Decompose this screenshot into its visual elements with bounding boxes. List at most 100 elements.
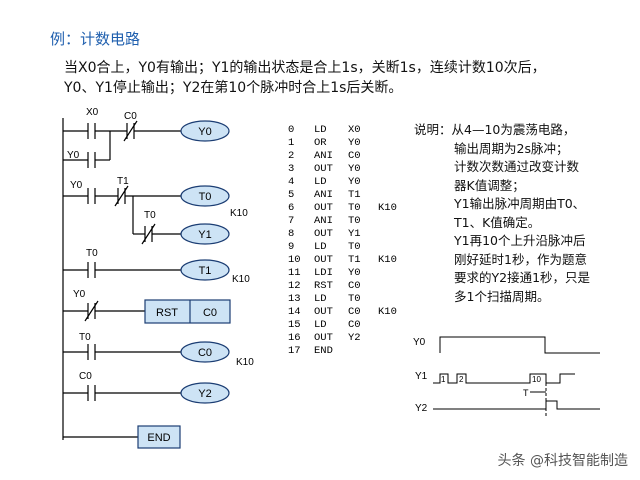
instruction-k: K10	[378, 202, 397, 214]
coil-c0	[180, 341, 230, 363]
coil-y0	[180, 120, 230, 142]
intro-text: 当X0合上，Y0有输出；Y1的输出状态是合上1s，关断1s，连续计数10次后， …	[64, 58, 624, 98]
instruction-arg: Y1	[348, 228, 361, 240]
timing-t-label: T	[523, 388, 529, 398]
instruction-arg: T0	[348, 202, 361, 214]
contact-c0-rung6-label: C0	[79, 371, 92, 382]
instruction-arg: Y0	[348, 267, 361, 279]
instruction-n: 15	[288, 319, 301, 331]
instruction-op: OUT	[314, 332, 333, 344]
instruction-n: 0	[288, 124, 295, 136]
contact-y0-hold-label: Y0	[67, 150, 80, 161]
instruction-n: 17	[288, 345, 301, 357]
instruction-op: OUT	[314, 202, 333, 214]
timing-y2-label: Y2	[415, 403, 428, 414]
intro-line-2: Y0、Y1停止输出；Y2在第10个脉冲时合上1s后关断。	[64, 80, 403, 96]
instruction-op: OUT	[314, 163, 333, 175]
watermark: 头条 @科技智能制造	[497, 453, 628, 469]
contact-y0-rung2-label: Y0	[70, 180, 83, 191]
coil-y2-label: Y2	[198, 388, 211, 400]
note-line: Y1再10个上升沿脉冲后	[454, 233, 586, 248]
instruction-op: OUT	[314, 228, 333, 240]
instruction-arg: Y0	[348, 163, 361, 175]
note-line: 器K值调整；	[454, 177, 525, 193]
instruction-arg: Y0	[348, 137, 361, 149]
instruction-n: 4	[288, 176, 295, 188]
instruction-op: ANI	[314, 189, 333, 201]
instruction-n: 13	[288, 293, 301, 305]
instruction-arg: T0	[348, 215, 361, 227]
contact-t0-rung3-label: T0	[86, 248, 98, 259]
instruction-k: K10	[378, 306, 397, 318]
instruction-op: LD	[314, 176, 327, 188]
instruction-k: K10	[378, 254, 397, 266]
instruction-op: OUT	[314, 254, 333, 266]
coil-t1	[180, 259, 230, 281]
coil-y1-label: Y1	[198, 229, 211, 241]
timing-y2-waveform	[433, 400, 600, 410]
instruction-n: 2	[288, 150, 295, 162]
instruction-n: 1	[288, 137, 295, 149]
contact-c0-nc-label: C0	[124, 111, 137, 122]
note-line: T1、K值确定。	[454, 214, 541, 230]
coil-y2	[180, 382, 230, 404]
instruction-arg: X0	[348, 124, 361, 136]
instruction-op: ANI	[314, 150, 333, 162]
instruction-op: LD	[314, 319, 327, 331]
instruction-n: 16	[288, 332, 301, 344]
instruction-op: ANI	[314, 215, 333, 227]
instruction-arg: C0	[348, 319, 361, 331]
instruction-arg: C0	[348, 280, 361, 292]
page-heading: 例：计数电路	[50, 30, 141, 48]
end-box	[137, 425, 181, 449]
note-line: 刚好延时1秒，作为题意	[454, 251, 587, 267]
contact-t1-label: T1	[117, 176, 129, 187]
instruction-arg: C0	[348, 306, 361, 318]
rst-target-label: C0	[203, 307, 217, 319]
note-line: 说明：从4—10为震荡电路，	[414, 122, 576, 137]
instruction-op: RST	[314, 280, 333, 292]
timing-pulse-1-label: 1	[441, 375, 446, 384]
note-line: 要求的Y2接通1秒，只是	[454, 270, 591, 285]
end-label: END	[147, 432, 170, 444]
contact-t0-branch-label: T0	[144, 210, 156, 221]
instruction-arg: Y0	[348, 176, 361, 188]
coil-t0-label: T0	[199, 191, 212, 203]
k-label-c0: K10	[236, 357, 254, 368]
coil-c0-label: C0	[198, 347, 212, 359]
instruction-n: 10	[288, 254, 301, 266]
contact-y0-rst-label: Y0	[73, 289, 86, 300]
instruction-op: LD	[314, 241, 327, 253]
instruction-op: OUT	[314, 306, 333, 318]
instruction-n: 3	[288, 163, 295, 175]
note-line: 计数次数通过改变计数	[454, 159, 580, 174]
coil-y1	[180, 223, 230, 245]
rst-command-label: RST	[156, 307, 178, 319]
instruction-op: LDI	[314, 267, 333, 279]
instruction-op: OR	[314, 137, 327, 149]
note-line: 多1个扫描周期。	[454, 288, 550, 304]
timing-y0-label: Y0	[413, 337, 426, 348]
instruction-op: LD	[314, 124, 327, 136]
instruction-n: 8	[288, 228, 295, 240]
instruction-n: 14	[288, 306, 301, 318]
instruction-n: 5	[288, 189, 295, 201]
note-line: Y1输出脉冲周期由T0、	[454, 196, 586, 211]
instruction-n: 12	[288, 280, 301, 292]
coil-y0-label: Y0	[198, 126, 211, 138]
instruction-arg: Y2	[348, 332, 361, 344]
instruction-arg: T1	[348, 189, 361, 201]
instruction-n: 7	[288, 215, 295, 227]
timing-y0-waveform	[439, 336, 600, 354]
instruction-arg: C0	[348, 150, 361, 162]
intro-line-1: 当X0合上，Y0有输出；Y1的输出状态是合上1s，关断1s，连续计数10次后，	[64, 60, 546, 76]
instruction-arg: T0	[348, 241, 361, 253]
contact-x0-label: X0	[86, 107, 99, 118]
note-line: 输出周期为2s脉冲；	[454, 140, 569, 156]
k-label-t0: K10	[230, 208, 248, 219]
timing-pulse-10-label: 10	[532, 375, 541, 384]
explanation-notes: 说明：从4—10为震荡电路， 输出周期为2s脉冲； 计数次数通过改变计数器K值调整；…	[414, 121, 590, 306]
instruction-n: 11	[288, 267, 301, 279]
instruction-n: 9	[288, 241, 295, 253]
